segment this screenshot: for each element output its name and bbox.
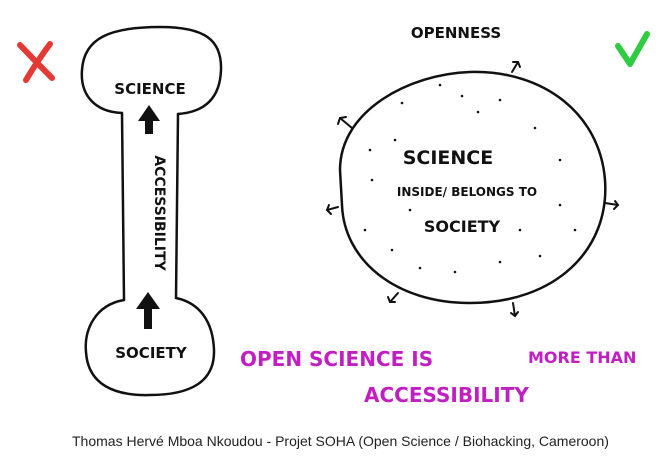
tagline-line1a: OPEN SCIENCE IS xyxy=(240,347,433,371)
circle-text-society: SOCIETY xyxy=(424,217,501,236)
science-node-label: SCIENCE xyxy=(114,80,185,98)
circle-text-science: SCIENCE xyxy=(403,147,494,169)
society-circle xyxy=(325,61,620,318)
dumbbell-outline xyxy=(80,25,223,397)
accessibility-connector-label: ACCESSIBILITY xyxy=(151,155,167,271)
up-arrow-bottom xyxy=(136,292,160,329)
society-node-label: SOCIETY xyxy=(115,344,188,362)
tagline-line1b: MORE THAN xyxy=(528,348,636,367)
openness-label: OPENNESS xyxy=(411,24,501,42)
circle-text-belongs: INSIDE/ BELONGS TO xyxy=(397,185,537,199)
red-cross-icon xyxy=(17,41,55,83)
credit-line: Thomas Hervé Mboa Nkoudou - Projet SOHA … xyxy=(72,433,609,449)
tagline-line2: ACCESSIBILITY xyxy=(364,383,529,407)
up-arrow-top xyxy=(138,105,160,134)
green-check-icon xyxy=(615,31,650,67)
